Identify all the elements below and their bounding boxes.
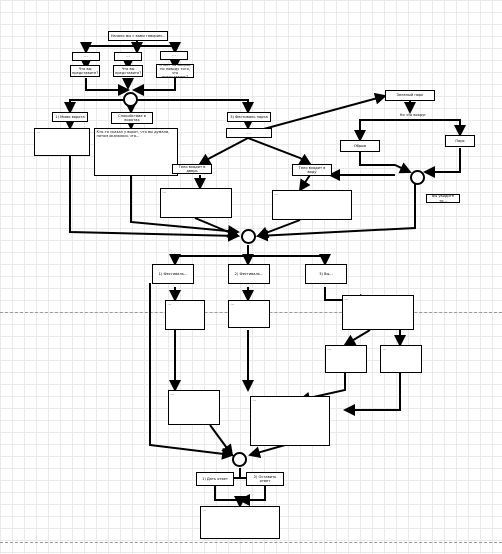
junction-node — [241, 229, 256, 244]
flow-node: 1) Фестиваль... — [152, 264, 194, 284]
flow-node-text: ... — [168, 390, 220, 425]
flow-node: ... — [72, 52, 100, 61]
flow-node-answer: 1) Мимо ворота — [52, 112, 88, 122]
flow-label: Но что вокруг — [399, 113, 427, 118]
flow-node: Парк — [445, 135, 475, 147]
flow-node-text: ... — [272, 190, 352, 220]
page-break-line — [0, 542, 502, 543]
flow-node-text: Кто-то сказал у ворот, что вы думали, по… — [94, 128, 178, 176]
flow-node: 2) Оставить ответ — [246, 472, 284, 486]
flow-node: Зеленый парк — [385, 90, 435, 101]
flow-node-text: ... — [250, 396, 330, 446]
flow-node: Тело входит в воду — [292, 164, 332, 176]
flow-node: Что вы представите? — [113, 65, 143, 77]
flow-node: 3) Вы... — [305, 264, 347, 284]
junction-node — [232, 452, 247, 467]
junction-node — [410, 170, 425, 185]
flow-node-text: ... — [34, 128, 90, 156]
flow-node-text: ... — [342, 295, 414, 330]
junction-node — [123, 92, 138, 107]
flow-node: 2) Фестиваль... — [228, 264, 270, 284]
flow-node: ... — [114, 52, 142, 61]
flow-node: ... — [226, 128, 272, 138]
flow-node: 1) Дать ответ — [196, 472, 234, 486]
flow-node-text: ... — [228, 300, 270, 328]
flow-node: Что вы представите? — [70, 65, 100, 77]
flow-node: Вы увидите то... — [426, 194, 460, 203]
flow-node: Ответ на вопрос по поводу того, что пред… — [156, 64, 194, 78]
flow-node-answer: 3) Фестиваль парка — [227, 112, 271, 122]
flow-node: Тело входит в дверь — [172, 164, 212, 174]
flow-node-text: ... — [165, 300, 205, 330]
flow-node: Обрыв — [340, 140, 380, 152]
flow-node-start: Начало мы с вами говорим... — [108, 31, 168, 41]
flow-node: ... — [160, 51, 188, 60]
flow-node-text: ... — [325, 345, 367, 373]
flow-node-final: ... — [200, 506, 280, 539]
flow-node-text: ... — [380, 345, 422, 373]
flow-node-text: ... — [160, 188, 232, 218]
flow-node-answer: Спокойствие в воротах — [111, 112, 153, 124]
